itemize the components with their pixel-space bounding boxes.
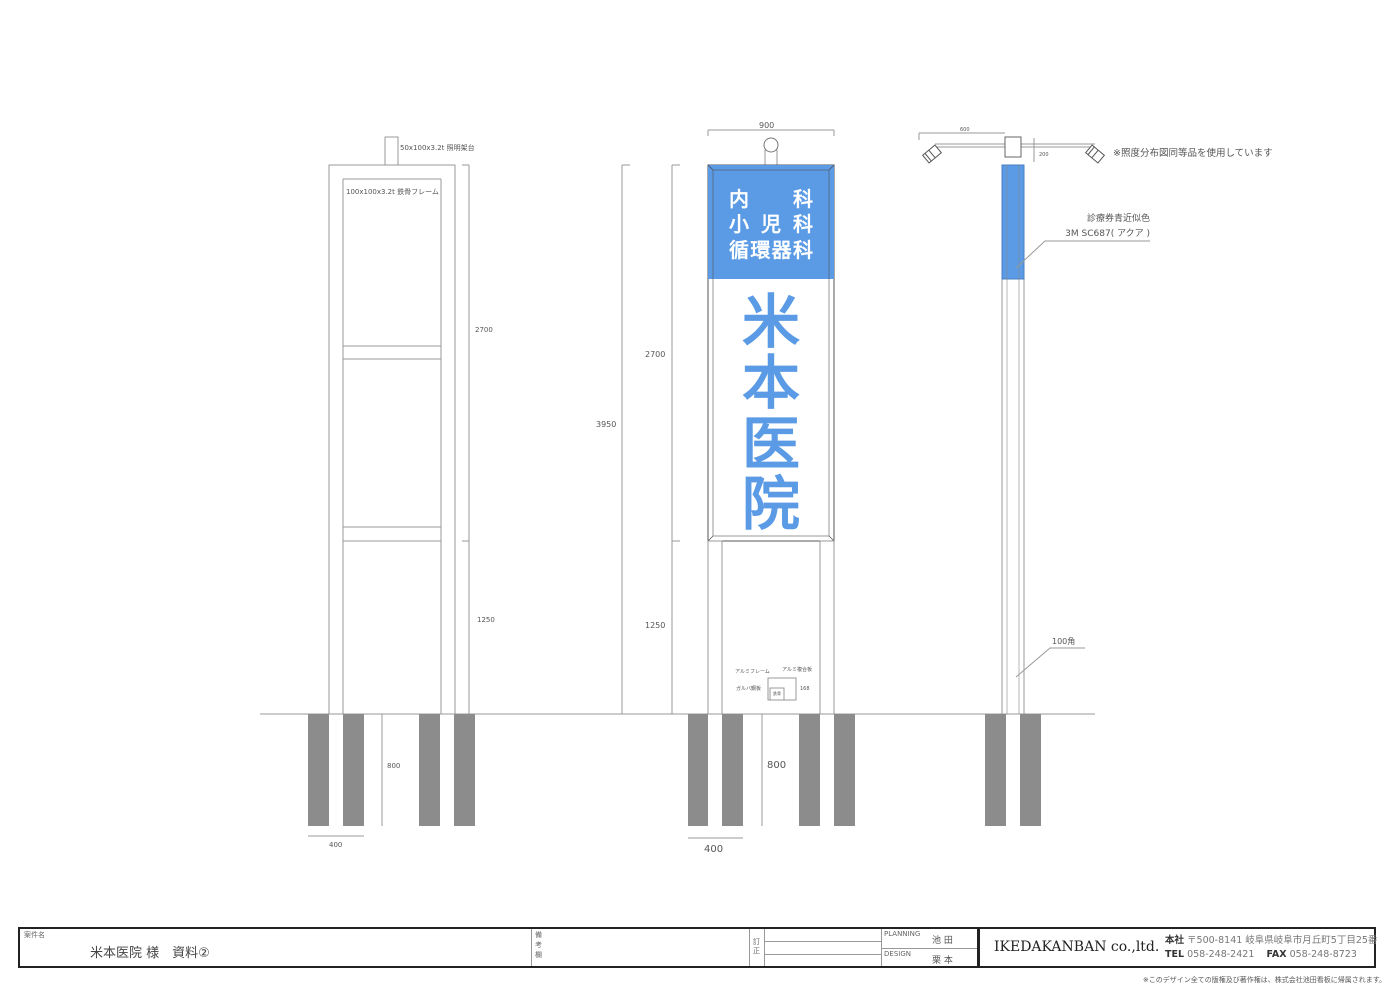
department-list: 内 科 小 児 科 循環器科	[729, 187, 813, 262]
lamp-mount-label: 50x100x3.2t 照明架台	[400, 143, 475, 152]
detail-inner-label: 鉄骨	[773, 690, 781, 696]
project-label: 案件名	[24, 931, 45, 939]
design-name: 栗 本	[932, 956, 953, 966]
left-view-frame	[328, 136, 470, 715]
address-label: 本社	[1165, 935, 1185, 946]
dim-front-400: 400	[704, 844, 723, 855]
front-foundations	[688, 714, 855, 839]
fax: 058-248-8723	[1289, 949, 1357, 960]
detail-dim-label: 168	[800, 686, 810, 692]
front-sign-panel	[707, 137, 835, 542]
remarks-label: 備考欄	[535, 931, 542, 959]
clinic-name: 米 本 医 院	[742, 288, 800, 538]
color-note-2: 3M SC687( アクア )	[1065, 228, 1150, 239]
clinic-name-char: 医	[742, 410, 800, 478]
clinic-name-char: 米	[742, 288, 800, 356]
revision-label: 訂正	[753, 938, 760, 955]
title-block: 案件名 米本医院 様 資料② 備考欄 訂正 PLANNING 池 田 DESIG…	[18, 927, 1378, 968]
address: 〒500-8141 岐阜県岐阜市月丘町5丁目25番	[1187, 935, 1378, 946]
post-size-note: 100角	[1052, 636, 1075, 646]
dim-left-800: 800	[387, 762, 400, 770]
design-label: DESIGN	[884, 950, 911, 958]
lamp-left-icon	[921, 144, 943, 164]
department-shonika: 小 児 科	[729, 212, 813, 236]
lighting-note: ※照度分布図同等品を使用しています	[1113, 147, 1273, 159]
base-detail: アルミフレーム アルミ複合板 ガルバ鋼板 168 鉄骨	[735, 666, 812, 696]
dim-front-2700: 2700	[645, 350, 665, 359]
dim-width-900: 900	[759, 121, 774, 130]
dim-left-400: 400	[329, 841, 342, 849]
dim-total-3950: 3950	[596, 420, 616, 429]
detail-panel-label: アルミ複合板	[782, 666, 812, 673]
front-posts	[707, 540, 835, 715]
dim-arm-600: 600	[960, 127, 970, 133]
color-note-1: 診療券青近似色	[1087, 212, 1150, 224]
fax-label: FAX	[1266, 949, 1287, 960]
lamp-right-icon	[1084, 144, 1106, 164]
side-view	[918, 132, 1150, 826]
tel-label: TEL	[1165, 949, 1185, 960]
planning-label: PLANNING	[884, 930, 921, 938]
clinic-name-char: 院	[742, 470, 800, 538]
tel: 058-248-2421	[1187, 949, 1255, 960]
staff-cell: PLANNING 池 田 DESIGN 栗 本	[881, 929, 978, 966]
company-cell: IKEDAKANBAN co.,ltd. 本社 〒500-8141 岐阜県岐阜市…	[977, 929, 1378, 966]
dim-left-2700: 2700	[475, 326, 493, 334]
detail-base-label: ガルバ鋼板	[736, 685, 761, 692]
project-name: 米本医院 様 資料②	[90, 946, 210, 961]
dim-arm-200: 200	[1039, 152, 1049, 158]
revision-cell: 訂正	[749, 929, 765, 966]
company-name: IKEDAKANBAN co.,ltd.	[994, 939, 1160, 955]
department-naika: 内 科	[729, 187, 813, 211]
department-junkanki: 循環器科	[729, 238, 813, 262]
copyright-note: ※このデザイン全ての版権及び著作権は、株式会社池田看板に帰属されます。	[1142, 976, 1386, 984]
dim-left-1250: 1250	[477, 616, 495, 624]
remarks-cell: 備考欄	[531, 929, 542, 966]
planning-name: 池 田	[932, 936, 953, 946]
front-view-dims	[621, 129, 835, 714]
clinic-name-char: 本	[742, 349, 800, 417]
dim-front-800: 800	[767, 760, 786, 771]
frame-label: 100x100x3.2t 鉄骨フレーム	[346, 187, 439, 196]
dim-front-1250: 1250	[645, 621, 665, 630]
left-foundations	[308, 714, 475, 837]
detail-frame-label: アルミフレーム	[735, 669, 770, 675]
